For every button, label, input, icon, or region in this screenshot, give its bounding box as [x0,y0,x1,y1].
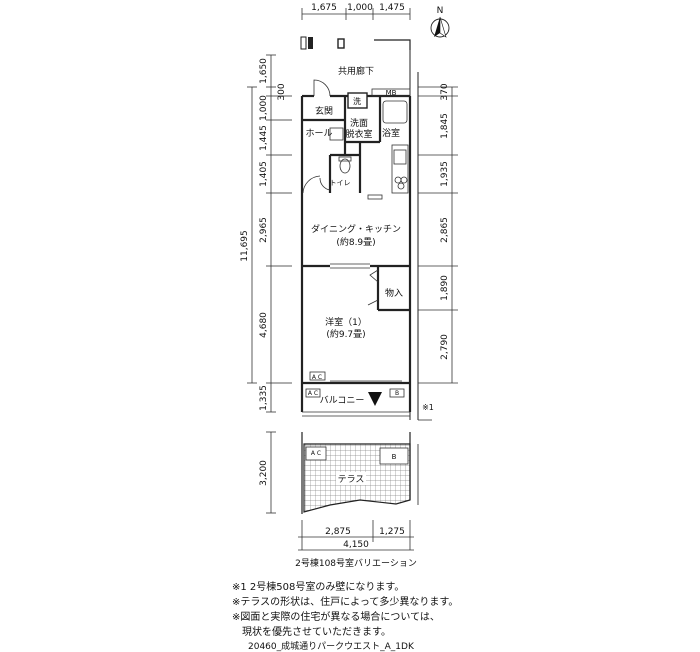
dining-label: ダイニング・キッチン [311,223,401,235]
ac-label-balcony: A C [308,390,318,397]
toilet-label: トイレ [330,179,351,187]
dim-left-1650: 1,650 [259,58,269,84]
terrace: A C B テラス [301,432,419,514]
western-room-label: 洋室（1） [325,316,367,328]
note-1: ※1 2号棟508号室のみ壁になります。 [232,582,405,593]
footer-code: 20460_成城通りパークウエスト_A_1DK [248,642,414,652]
dim-top-1: 1,675 [311,3,337,13]
north-arrow-icon: N [430,6,450,38]
terrace-label: テラス [338,474,365,485]
b-label-balcony: B [395,390,399,397]
notes: ※1 2号棟508号室のみ壁になります。 ※テラスの形状は、住戸によって多少異な… [232,580,458,640]
western-room-size: (約9.7畳) [326,328,365,340]
dim-top-3: 1,475 [379,3,405,13]
dim-left-1000: 1,000 [259,95,269,121]
corridor-label: 共用廊下 [338,65,374,77]
bath-label: 浴室 [382,127,400,139]
ac-label-terrace: A C [311,450,321,457]
top-dimensions: 1,675 1,000 1,475 [301,3,411,20]
dim-bottom-4150: 4,150 [343,540,369,550]
dim-right-1935: 1,935 [440,161,450,187]
dim-right-1890: 1,890 [440,275,450,301]
right-dimensions: 370 1,845 1,935 2,865 1,890 2,790 [418,83,458,384]
dim-left-2965: 2,965 [259,217,269,243]
washroom-label: 洗面 [350,117,368,129]
hall-label: ホール [305,128,332,139]
entrance-label: 玄関 [315,105,333,117]
dim-left-11695: 11,695 [240,230,250,262]
ac-label-room: A C [312,374,322,381]
room-labels: 玄関 洗 洗面 脱衣室 浴室 ホール トイレ ダイニング・キッチン (約8.9畳… [305,96,433,412]
note-mark: ※1 [422,403,434,412]
dim-right-2865: 2,865 [440,217,450,243]
note-3: ※図面と実際の住宅が異なる場合については、 [232,612,440,623]
note-2: ※テラスの形状は、住戸によって多少異なります。 [232,597,459,608]
mb-label: MB [386,89,397,97]
b-label-terrace: B [392,453,397,461]
washer-label: 洗 [353,96,361,106]
dim-top-2: 1,000 [347,3,373,13]
dim-left-4680: 4,680 [259,312,269,338]
dining-size: (約8.9畳) [336,236,375,248]
storage-label: 物入 [385,287,403,299]
washroom-label-2: 脱衣室 [345,128,372,140]
dim-left-300: 300 [277,83,287,100]
dim-bottom-1275: 1,275 [379,527,405,537]
note-4: 現状を優先させていただきます。 [232,627,391,638]
dim-right-1845: 1,845 [440,113,450,139]
dim-right-370: 370 [440,83,450,100]
balcony-label: バルコニー [320,395,365,406]
variation-caption: 2号棟108号室バリエーション [295,557,417,569]
dim-left-1405: 1,405 [259,161,269,187]
dim-right-2790: 2,790 [440,334,450,360]
north-label: N [437,6,444,16]
bottom-dimensions: 2,875 1,275 4,150 [298,520,414,551]
dim-left-3200: 3,200 [259,460,269,486]
left-dimensions: 1,650 300 1,000 1,445 1,405 2,965 11,695… [240,54,292,514]
unit-walls: 共用廊下 MB [300,65,432,421]
dim-left-1335: 1,335 [259,385,269,411]
dim-bottom-2875: 2,875 [325,527,351,537]
dim-left-1445: 1,445 [259,125,269,151]
